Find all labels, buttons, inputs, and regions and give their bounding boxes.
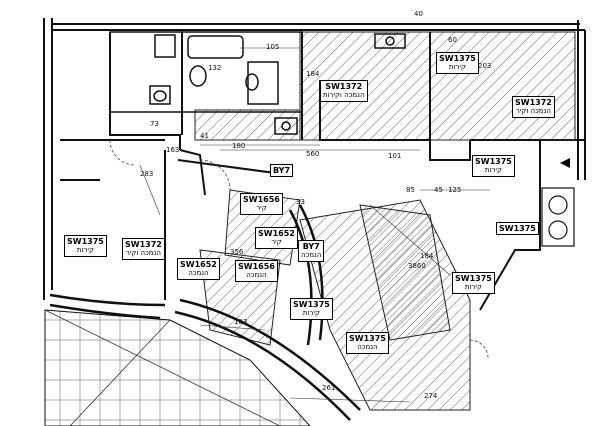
dimension-label: 101: [388, 152, 402, 160]
tag-code: BY7: [302, 242, 320, 251]
tag-sw1652-lower: SW1652 הנמכה: [177, 258, 220, 280]
balcony-area: [44, 309, 311, 426]
tag-sub: הנמכה וקיר: [515, 107, 551, 115]
dimension-label: 274: [424, 392, 438, 400]
tag-code: SW1375: [475, 157, 512, 166]
tag-sw1656-upper: SW1656 קיר: [240, 193, 283, 215]
tag-sub: הנמכה: [357, 343, 378, 351]
tag-code: SW1652: [180, 260, 217, 269]
tag-code: SW1372: [125, 240, 162, 249]
tag-sub: קירות: [76, 246, 94, 254]
tag-sub: קירות: [448, 63, 466, 71]
door-swings: [109, 139, 489, 359]
tag-sw1375-bottom: SW1375 הנמכה: [346, 332, 389, 354]
dimension-label: 85: [406, 186, 415, 194]
dimension-label: 45: [434, 186, 443, 194]
dimension-label: 105: [266, 43, 280, 51]
tag-sw1375-right-lower: SW1375 קירות: [452, 272, 495, 294]
tag-sub: הנמכה וקיר: [125, 249, 161, 257]
dimension-label: 73: [150, 120, 159, 128]
entrance-arrow: [560, 158, 570, 168]
dimension-label: 356: [230, 248, 244, 256]
tag-sw1375-far-right: SW1375: [496, 222, 539, 235]
tag-sw1375-mid-right: SW1375 קירות: [472, 155, 515, 177]
tag-code: SW1375: [293, 300, 330, 309]
dimension-label: 180: [232, 142, 246, 150]
tag-sw1375-top-right: SW1375 קירות: [436, 52, 479, 74]
dimension-label: 184: [420, 252, 434, 260]
tag-sw1652-upper: SW1652 קיר: [255, 227, 298, 249]
dimension-label: 60: [448, 36, 457, 44]
tag-code: SW1375: [439, 54, 476, 63]
tag-code: SW1372: [515, 98, 552, 107]
outer-walls: [43, 18, 586, 300]
dimension-label: 40: [414, 10, 423, 18]
dimension-lines: [139, 47, 490, 403]
tag-sub: הנמכה: [301, 251, 322, 259]
tag-code: SW1375: [349, 334, 386, 343]
tag-code: SW1375: [67, 237, 104, 246]
tag-code: BY7: [273, 166, 291, 175]
tag-sub: הנמכה וקירות: [323, 91, 365, 99]
tag-sw1372-left: SW1372 הנמכה וקיר: [122, 238, 165, 260]
dimension-label: 184: [306, 70, 320, 78]
dimension-label: 163: [166, 146, 180, 154]
tag-code: SW1652: [258, 229, 295, 238]
dimension-label: 183: [234, 318, 248, 326]
tag-sub: קירות: [464, 283, 482, 291]
dimension-label: 41: [200, 132, 209, 140]
tag-sw1375-left: SW1375 קירות: [64, 235, 107, 257]
tag-sub: קיר: [256, 204, 267, 212]
dimension-label: 261: [322, 384, 336, 392]
tag-sub: קירות: [302, 309, 320, 317]
dimension-label: 125: [448, 186, 462, 194]
tag-sub: קירות: [484, 166, 502, 174]
tag-sw1656-lower: SW1656 הנמכה: [235, 260, 278, 282]
ac-units: [541, 187, 575, 247]
tag-sub: הנמכה: [246, 271, 267, 279]
dimension-label: 283: [140, 170, 154, 178]
dimension-label: 3860: [408, 262, 426, 270]
dimension-label: 132: [208, 64, 222, 72]
tag-by7-lower: BY7 הנמכה: [298, 240, 325, 262]
tag-code: SW1375: [455, 274, 492, 283]
dimension-label: 203: [478, 62, 492, 70]
dimension-label: 560: [306, 150, 320, 158]
tag-code: SW1372: [325, 82, 363, 91]
tag-by7-top: BY7: [270, 164, 294, 177]
tag-sub: הנמכה: [188, 269, 209, 277]
tag-sw1375-center: SW1375 קירות: [290, 298, 333, 320]
dimension-label: 33: [296, 198, 305, 206]
tag-sw1372-center-top: SW1372 הנמכה וקירות: [320, 80, 368, 102]
tag-code: SW1375: [499, 224, 536, 233]
tag-code: SW1656: [238, 262, 275, 271]
tag-code: SW1656: [243, 195, 280, 204]
tag-sw1372-right: SW1372 הנמכה וקיר: [512, 96, 555, 118]
tag-sub: קיר: [271, 238, 282, 246]
